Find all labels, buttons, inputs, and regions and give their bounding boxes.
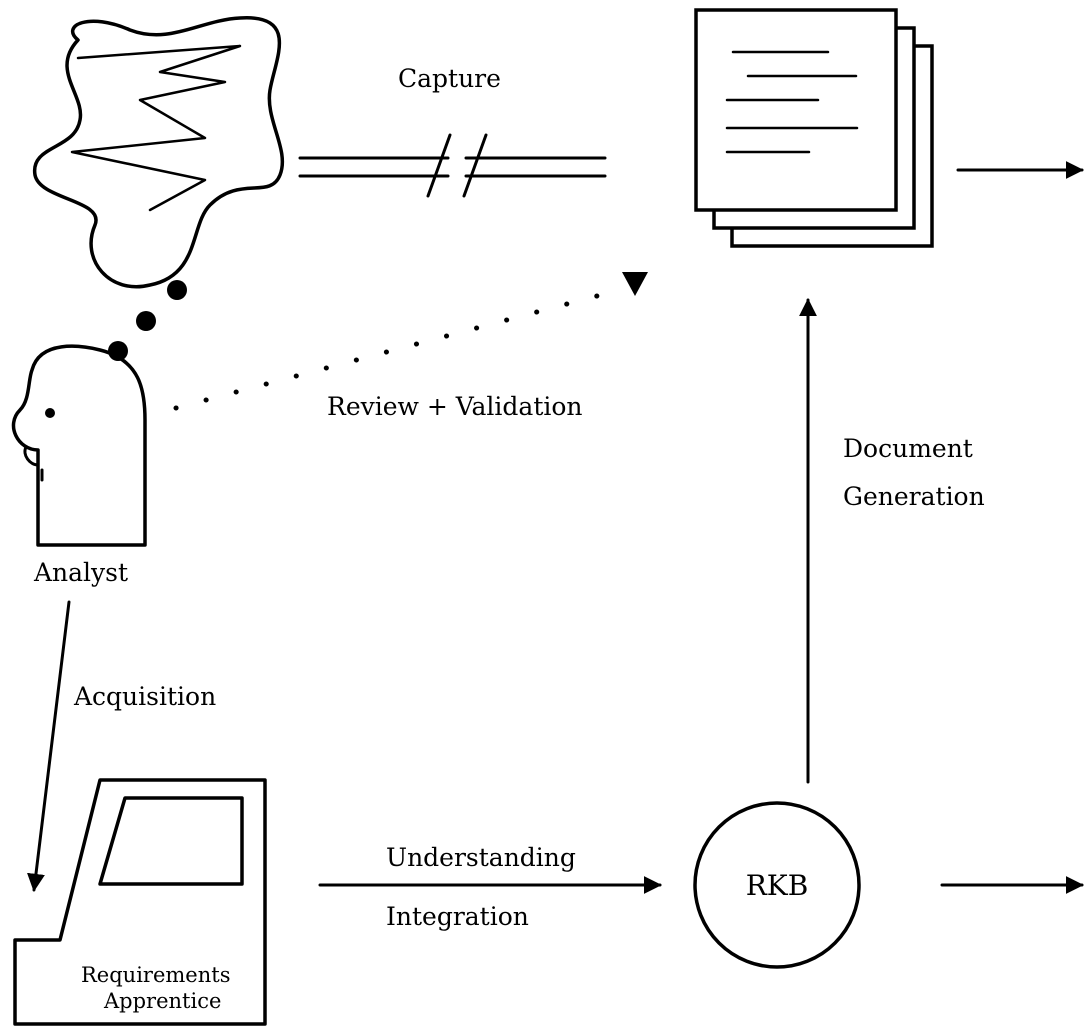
rkb-label: RKB xyxy=(746,869,809,902)
document-stack-icon xyxy=(694,8,934,248)
integration-label: Integration xyxy=(386,902,529,931)
document-label: Document xyxy=(843,434,973,463)
idea-cloud-icon xyxy=(33,16,285,289)
requirements-label: Requirements xyxy=(81,963,230,987)
generation-label: Generation xyxy=(843,482,985,511)
analyst-head-icon xyxy=(11,344,147,547)
apprentice-label: Apprentice xyxy=(103,989,221,1013)
thought-dot xyxy=(167,280,187,300)
rkb-node xyxy=(693,801,861,969)
review-validation-label: Review + Validation xyxy=(327,392,583,421)
acquisition-arrow xyxy=(27,600,71,892)
understanding-label: Understanding xyxy=(386,843,576,872)
analyst-label: Analyst xyxy=(33,558,128,587)
computer-terminal-icon xyxy=(13,778,267,1026)
thought-dot xyxy=(136,311,156,331)
capture-label: Capture xyxy=(398,64,501,93)
capture-connector xyxy=(298,133,607,198)
thought-dots xyxy=(108,280,187,361)
triangle-down-icon xyxy=(622,272,648,296)
acquisition-label: Acquisition xyxy=(73,682,216,711)
review-validation-connector xyxy=(173,272,648,411)
